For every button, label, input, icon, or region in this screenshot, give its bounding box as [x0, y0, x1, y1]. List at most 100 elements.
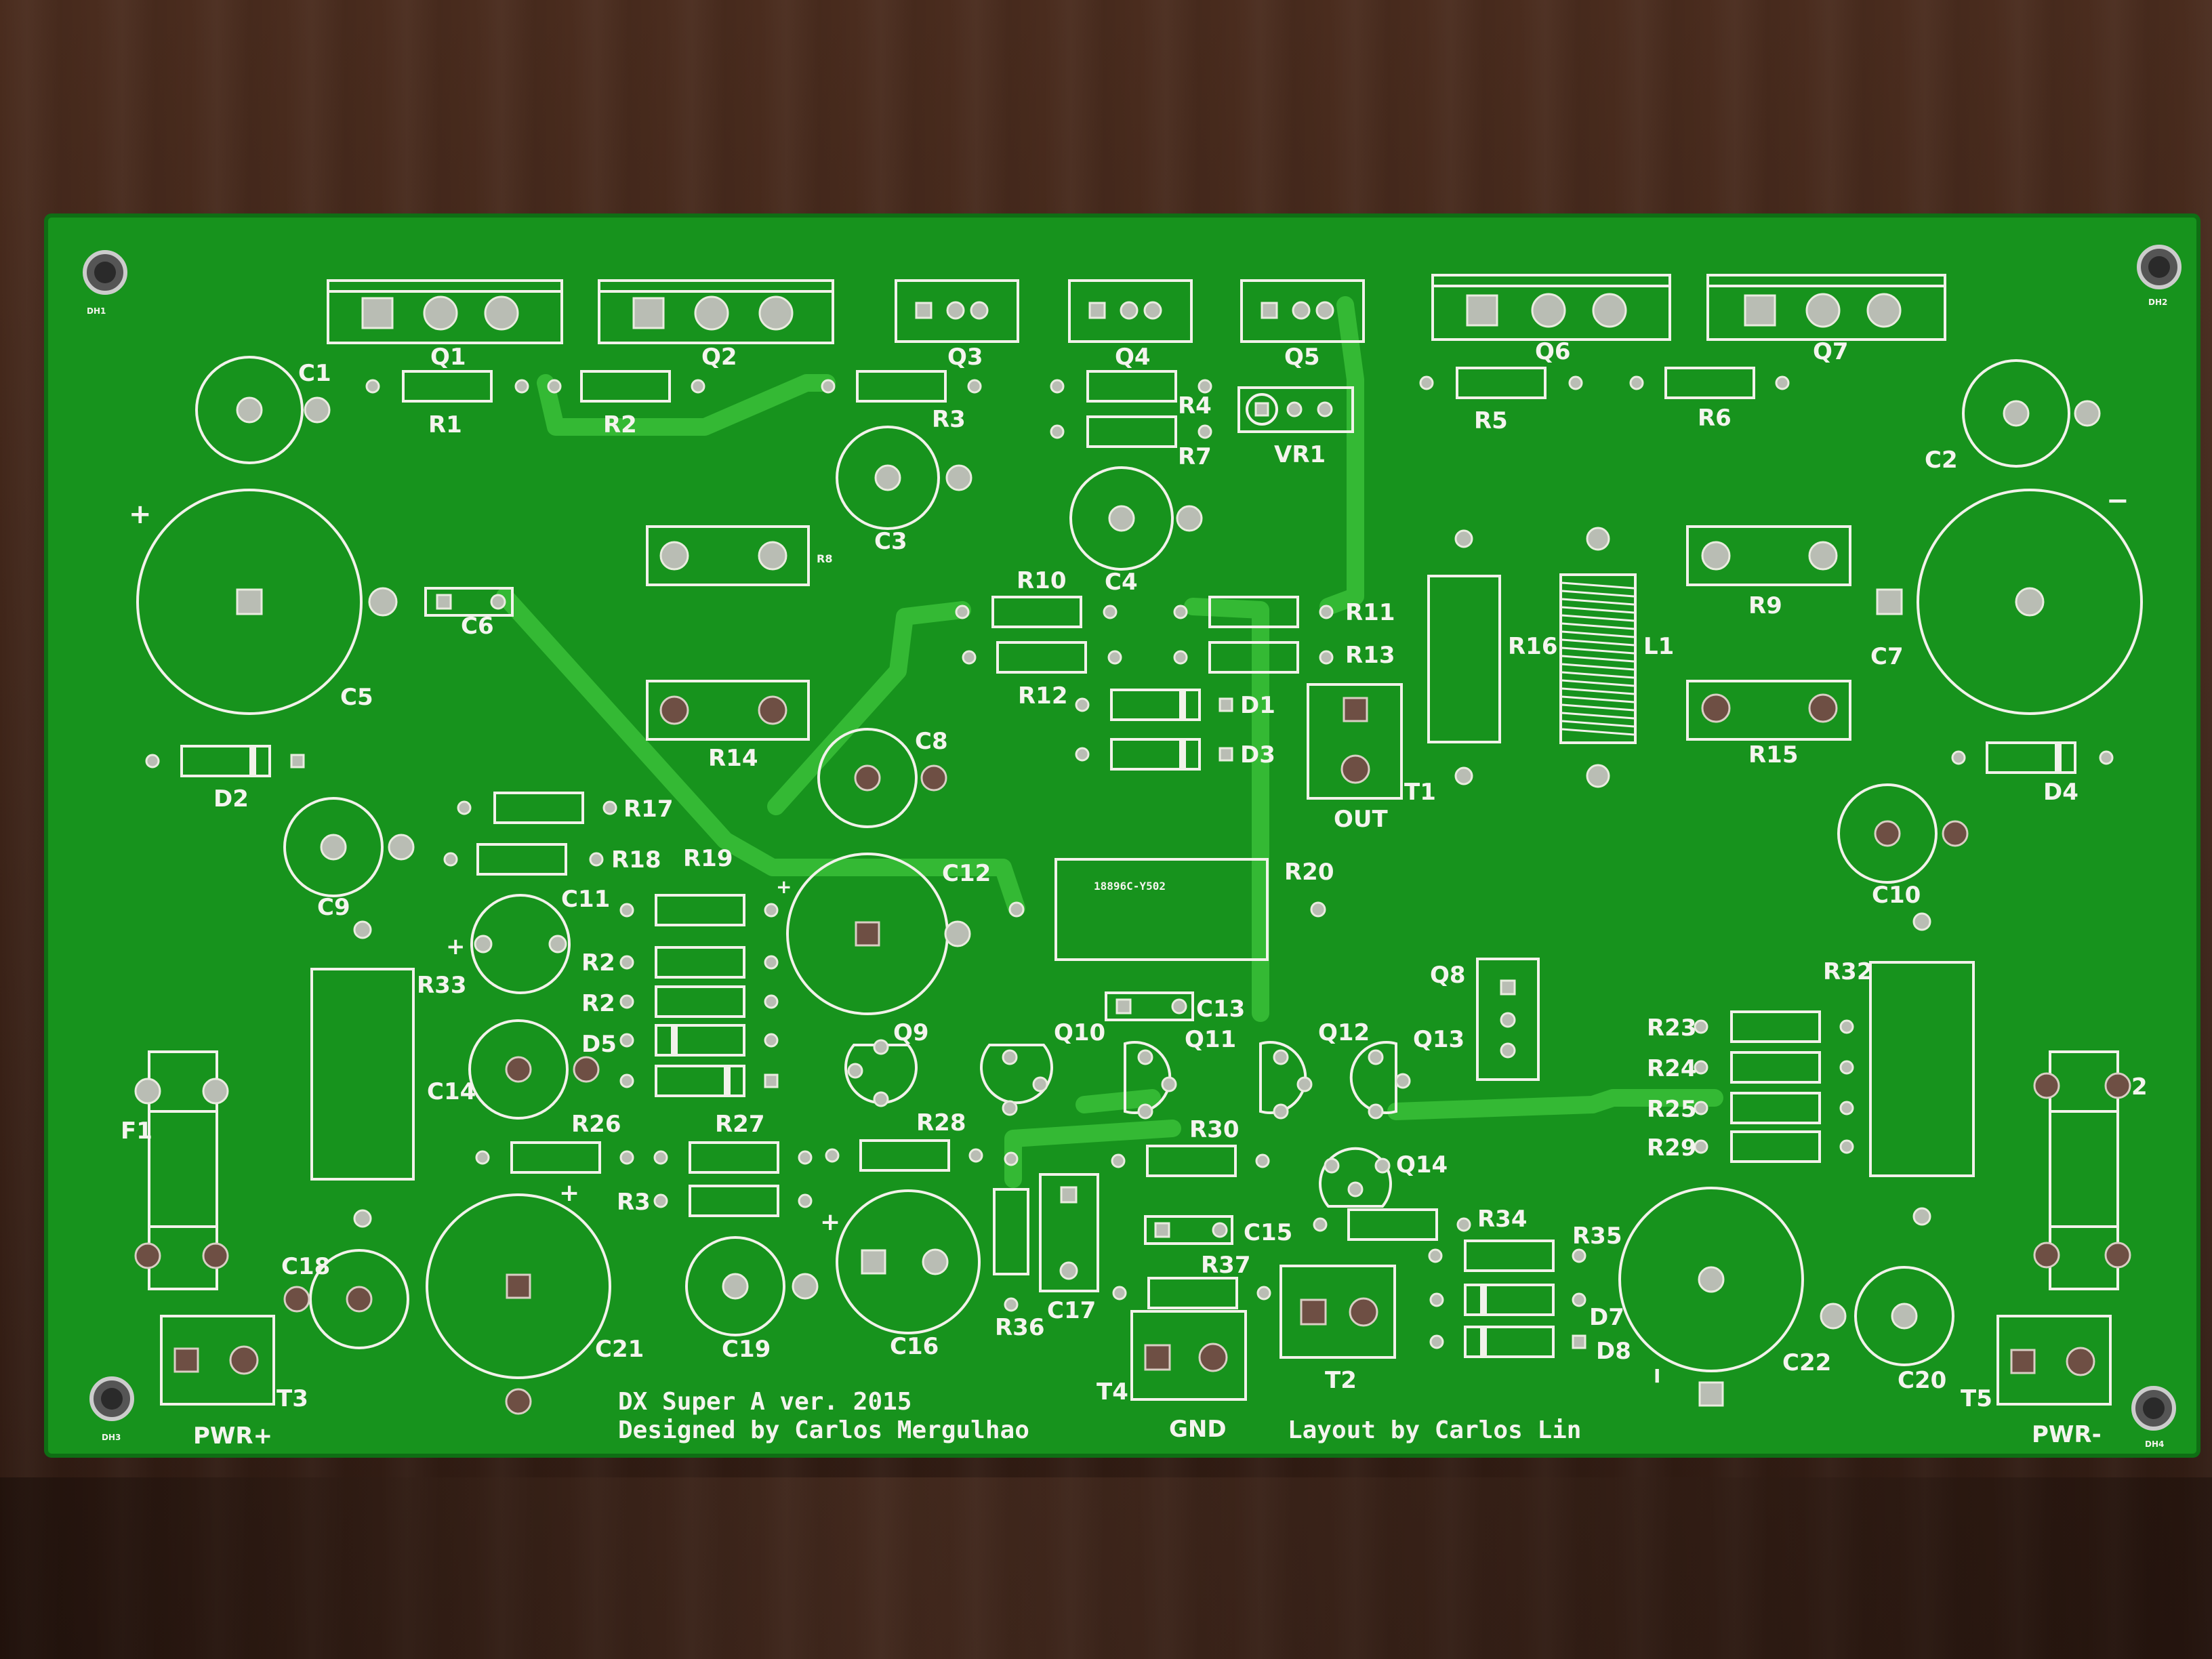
r4-label: R4: [1178, 392, 1212, 419]
q10-label: Q10: [1054, 1019, 1105, 1046]
c7-minus: −: [2106, 485, 2129, 516]
c5-label: C5: [340, 684, 373, 711]
transistor-row-top: [327, 274, 1946, 344]
out-label: OUT: [1334, 806, 1389, 833]
resistor-footprints: [365, 367, 1854, 1309]
q12-label: Q12: [1318, 1019, 1370, 1046]
d1-label: D1: [1240, 692, 1275, 719]
c18-label: C18: [281, 1253, 330, 1280]
board-title-line2: Designed by Carlos Mergulhao: [618, 1416, 1029, 1444]
r14-label: R14: [708, 745, 758, 772]
terminal-blocks: [160, 683, 2112, 1406]
silkscreen-labels: C1 R1 R2 R3 R4 R7 VR1 R5 R6 C2 C3 C4 R8 …: [87, 298, 2167, 1450]
layout-credit: Layout by Carlos Lin: [1288, 1416, 1581, 1444]
r7-label: R7: [1178, 443, 1212, 470]
c10-label: C10: [1872, 882, 1921, 909]
c11-plus: +: [446, 933, 466, 960]
q14-label: Q14: [1396, 1151, 1448, 1179]
t2-label: T2: [1325, 1367, 1357, 1394]
q8-label: Q8: [1430, 962, 1466, 989]
r37-label: R37: [1201, 1252, 1251, 1279]
pwr-plus-label: PWR+: [193, 1422, 272, 1450]
r28-label: R28: [916, 1109, 966, 1136]
mounting-holes: [83, 245, 2182, 1431]
pwr-minus-label: PWR-: [2032, 1421, 2102, 1448]
r19-label: R19: [683, 845, 733, 872]
r31-label: R3: [617, 1189, 651, 1216]
t3-label: T3: [276, 1385, 308, 1412]
r11-label: R11: [1345, 599, 1395, 626]
r16-label: R16: [1508, 633, 1558, 660]
r27-label: R27: [715, 1111, 765, 1138]
c22-one: I: [1654, 1365, 1660, 1387]
fuse-holders: [134, 1050, 2131, 1290]
c9-label: C9: [317, 894, 350, 921]
c17-label: C17: [1047, 1297, 1096, 1324]
r3-label: R3: [932, 406, 966, 433]
r1-label: R1: [428, 411, 462, 438]
f2-label: 2: [2131, 1073, 2148, 1101]
c19-label: C19: [722, 1336, 771, 1363]
r23-label: R23: [1647, 1015, 1697, 1042]
r35-label: R35: [1572, 1223, 1622, 1250]
q7-label: Q7: [1813, 338, 1849, 365]
r29-label: R29: [1647, 1134, 1697, 1162]
l1-label: L1: [1643, 633, 1674, 660]
r21-label: R2: [581, 949, 615, 977]
t1-label: T1: [1404, 779, 1436, 806]
c16-label: C16: [890, 1333, 939, 1360]
c5-plus: +: [129, 499, 152, 530]
board-title-line1: DX Super A ver. 2015: [618, 1388, 912, 1416]
r18-label: R18: [611, 846, 661, 874]
diode-footprints: [145, 689, 2114, 1358]
c11-label: C11: [561, 886, 610, 913]
r25-label: R25: [1647, 1096, 1697, 1123]
power-resistor-footprints: [310, 525, 1975, 1228]
r17-label: R17: [623, 796, 674, 823]
q1-label: Q1: [430, 344, 466, 371]
r26-label: R26: [571, 1111, 621, 1138]
dh1-label: DH1: [87, 306, 106, 316]
c8-label: C8: [915, 728, 948, 755]
c4-label: C4: [1105, 569, 1138, 596]
c13-label: C13: [1196, 996, 1245, 1023]
r20-label: R20: [1284, 859, 1334, 886]
c14-label: C14: [427, 1078, 476, 1105]
c6-label: C6: [461, 613, 494, 640]
d2-label: D2: [213, 785, 249, 813]
c22-label: C22: [1782, 1349, 1831, 1376]
r22-label: R2: [581, 990, 615, 1017]
d8-label: D8: [1596, 1338, 1631, 1365]
r5-label: R5: [1474, 407, 1508, 434]
dh2-label: DH2: [2148, 298, 2167, 307]
q13-label: Q13: [1413, 1026, 1465, 1053]
c15-label: C15: [1244, 1219, 1292, 1246]
table-reflection: [0, 1477, 2212, 1659]
r10-label: R10: [1017, 567, 1067, 594]
t4-label: T4: [1097, 1378, 1128, 1406]
q4-label: Q4: [1115, 344, 1151, 371]
r6-label: R6: [1698, 405, 1732, 432]
c2-label: C2: [1925, 447, 1958, 474]
r8-label: R8: [817, 552, 832, 565]
d5-label: D5: [581, 1031, 617, 1058]
film-capacitor-footprints: [424, 587, 1233, 1312]
r12-label: R12: [1018, 682, 1068, 710]
f1-label: F1: [121, 1118, 152, 1145]
c7-label: C7: [1870, 643, 1904, 670]
q6-label: Q6: [1535, 338, 1571, 365]
vr1-trimmer-footprint: [1237, 386, 1354, 433]
capacitor-footprints: [136, 356, 2143, 1415]
gnd-label: GND: [1169, 1416, 1227, 1443]
r24-label: R24: [1647, 1055, 1697, 1082]
dh4-label: DH4: [2145, 1439, 2164, 1449]
r2-label: R2: [603, 411, 637, 438]
c21-label: C21: [595, 1336, 644, 1363]
q5-label: Q5: [1284, 344, 1320, 371]
q2-label: Q2: [701, 344, 737, 371]
dh3-label: DH3: [102, 1433, 121, 1442]
q3-label: Q3: [947, 344, 983, 371]
c1-label: C1: [298, 360, 331, 387]
c12-label: C12: [942, 860, 991, 887]
